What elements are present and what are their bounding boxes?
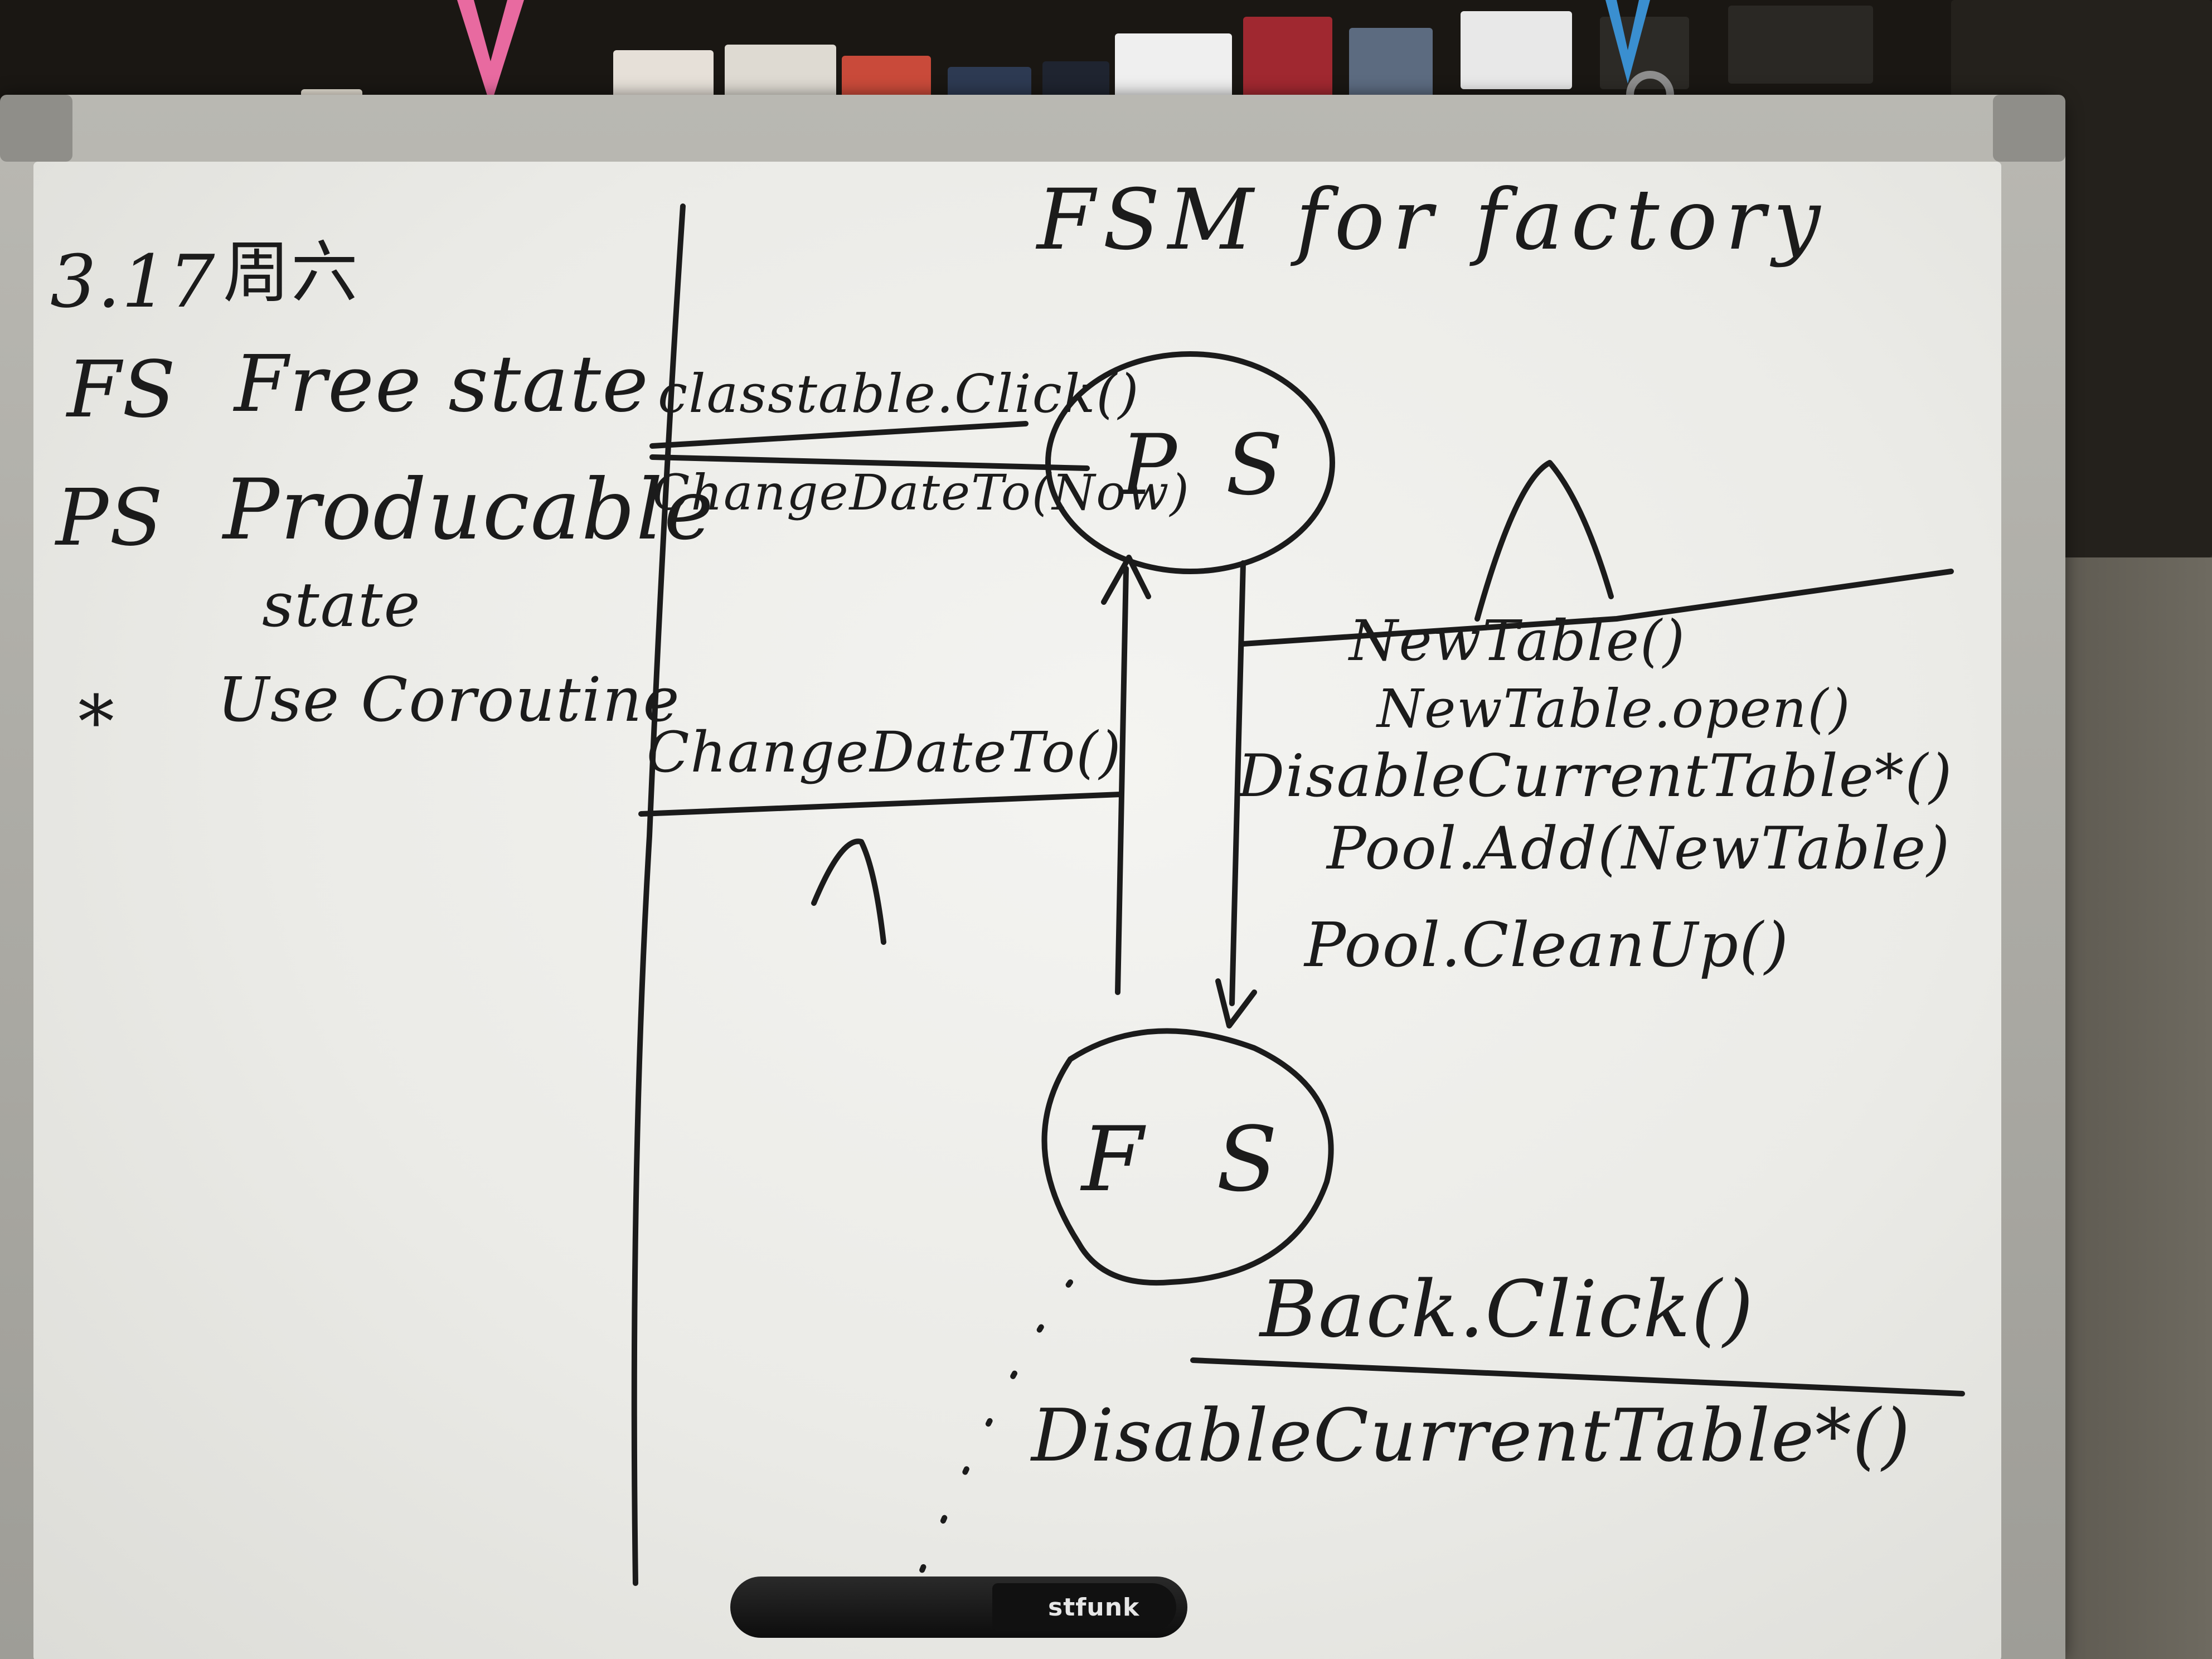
- whiteboard-frame: [0, 95, 2065, 1659]
- action-newtable: NewTable(): [1349, 608, 1686, 673]
- arrow-up-head: [1101, 555, 1151, 605]
- event-changedateto: ChangeDateTo(): [647, 720, 1122, 785]
- fs-dotted-loop: [900, 1279, 1073, 1619]
- action-newtable-open: NewTable.open(): [1377, 678, 1851, 740]
- legend-ps-value-line2: state: [262, 569, 421, 641]
- action-disablecurrenttable: DisableCurrentTable*(): [1238, 742, 1953, 810]
- fs-event-underline: [1190, 1357, 1965, 1396]
- ps-state-circle: [1045, 351, 1335, 574]
- self-event-line: [638, 792, 1123, 817]
- legend-star-value: Use Coroutine: [217, 664, 681, 735]
- frame-corner-right: [1993, 95, 2065, 162]
- diagram-title: FSM for factory: [1037, 172, 1828, 269]
- arrow-up-shaft: [1115, 566, 1129, 995]
- arrow-down-shaft: [1229, 560, 1246, 1006]
- whiteboard-surface: [33, 162, 2001, 1659]
- legend-star-key: *: [78, 680, 115, 764]
- action-disablecurrenttable-fs: DisableCurrentTable*(): [1031, 1393, 1912, 1478]
- frame-corner-left: [0, 95, 72, 162]
- ps-state-label: P S: [1120, 417, 1294, 514]
- action-pool-add: Pool.Add(NewTable): [1327, 814, 1951, 882]
- action-pool-cleanup: Pool.CleanUp(): [1304, 909, 1789, 981]
- event-classtable-click: classtable.Click(): [658, 363, 1140, 425]
- divider-line: [631, 203, 686, 1586]
- fs-state-circle: [1041, 1028, 1334, 1286]
- legend-ps-key: PS: [56, 473, 164, 564]
- legend-fs-key: FS: [67, 345, 177, 435]
- legend-ps-value-line1: Producable: [223, 462, 715, 559]
- board-date: 3.17: [50, 239, 216, 324]
- background-wall: [2063, 557, 2212, 1659]
- event-back-click: Back.Click(): [1260, 1264, 1755, 1355]
- caret-left: [811, 838, 886, 945]
- event2-underline: [649, 454, 1090, 471]
- marker-brand: stfunk: [1048, 1593, 1140, 1622]
- event-changedateto-now: ChangeDateTo(Now): [652, 464, 1190, 521]
- event1-underline: [649, 421, 1029, 449]
- marker-cap: [992, 1583, 1176, 1631]
- legend-fs-value: Free state: [234, 339, 649, 430]
- fs-state-label: F S: [1081, 1107, 1300, 1211]
- ps-action-line: [1240, 569, 1954, 647]
- arrow-down-head: [1215, 978, 1257, 1029]
- board-date-chars: 周六: [223, 234, 359, 312]
- caret-right: [1474, 460, 1614, 622]
